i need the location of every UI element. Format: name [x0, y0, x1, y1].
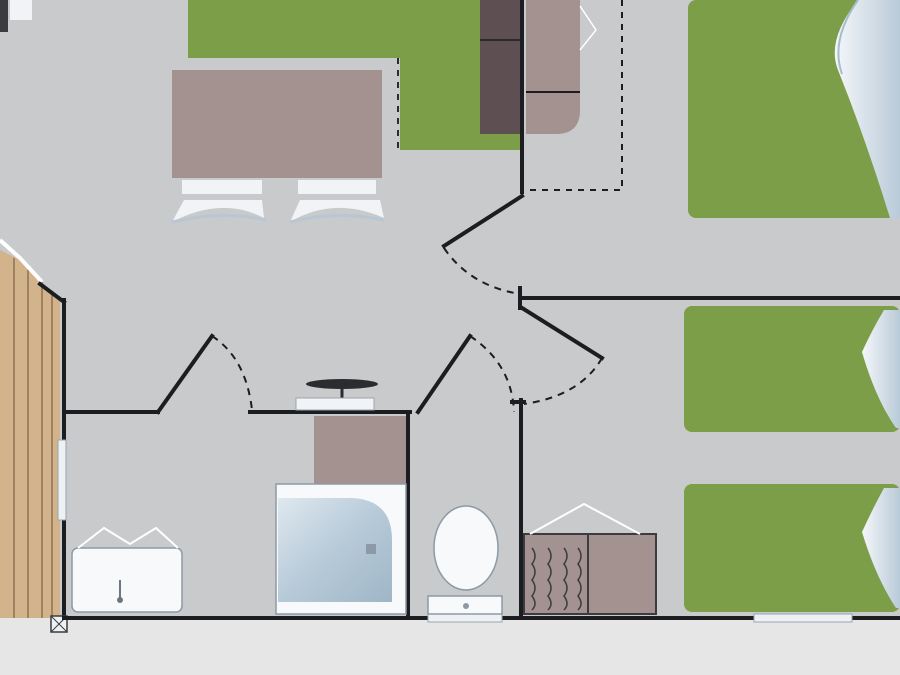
door-swing-bedroom [523, 357, 603, 405]
terrace-door[interactable] [57, 439, 67, 521]
closet-outline [526, 0, 623, 191]
door-swing-bathroom [211, 335, 253, 411]
chair[interactable] [171, 180, 267, 224]
shower-head [295, 379, 378, 411]
chair[interactable] [289, 180, 385, 224]
wall-door-top [441, 193, 525, 249]
top-left-marker [10, 0, 32, 20]
door-swing-toilet [469, 335, 515, 413]
washbasin[interactable] [71, 526, 183, 613]
bottom-sill [427, 613, 503, 623]
wall-door-bedroom [519, 305, 605, 361]
sink[interactable] [523, 502, 657, 615]
terrace-railing [0, 238, 44, 284]
exterior-wall-diagonal [37, 281, 67, 305]
wardrobe[interactable] [480, 0, 580, 134]
wall-door-toilet [415, 333, 473, 415]
dining-table[interactable] [172, 70, 382, 178]
wall-door-bathroom [155, 333, 215, 415]
bottom-window [753, 613, 853, 623]
door-swing-top [443, 247, 521, 295]
toilet[interactable] [427, 505, 503, 615]
double-bed[interactable] [688, 0, 900, 218]
single-bed[interactable] [684, 306, 900, 432]
wardrobe-hanger [579, 5, 597, 51]
top-left-marker [0, 0, 8, 32]
single-bed[interactable] [684, 484, 900, 612]
shower[interactable] [275, 416, 407, 615]
terrace-deck [0, 250, 60, 618]
